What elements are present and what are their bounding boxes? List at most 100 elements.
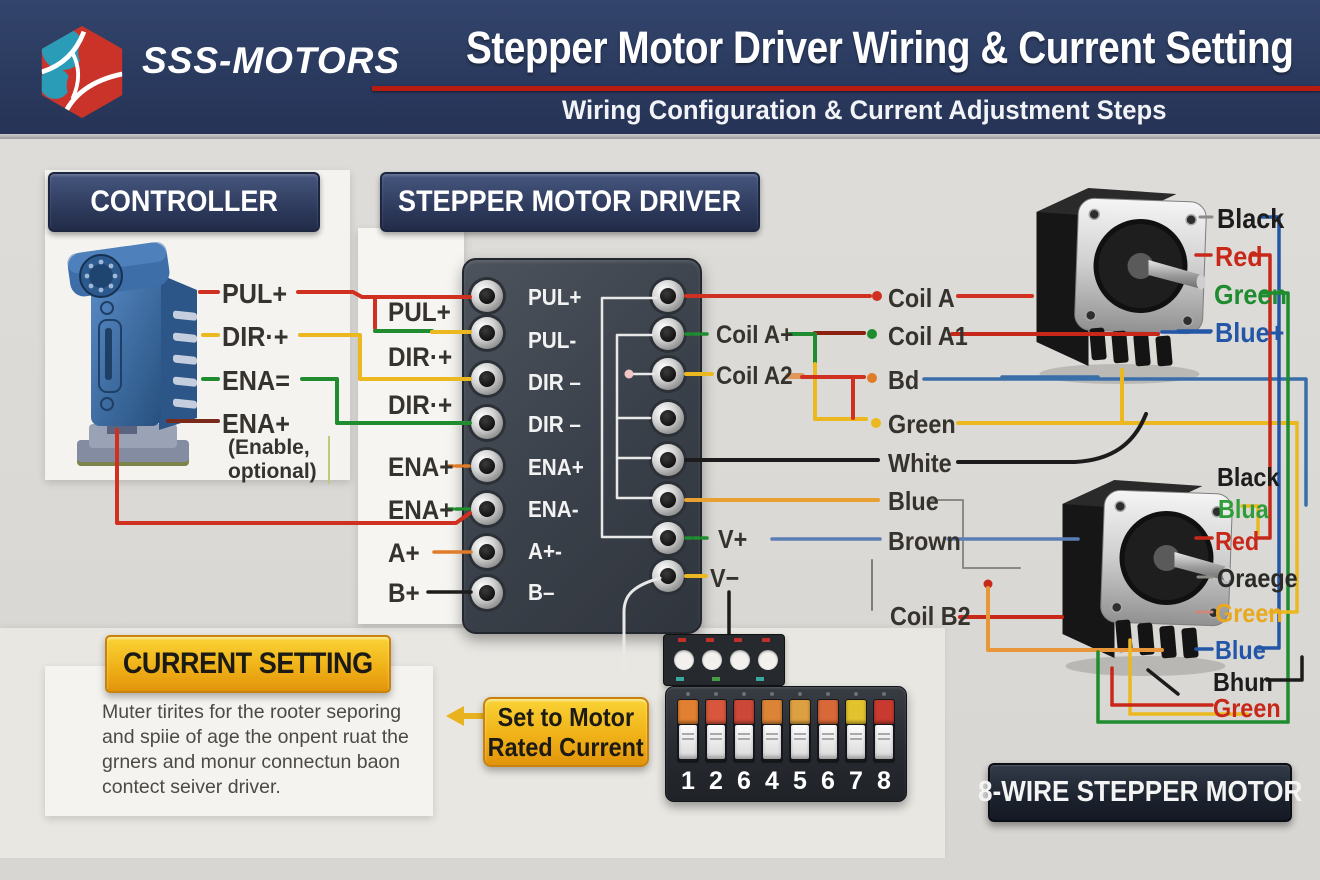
driver-terminal (471, 577, 503, 609)
motor-wire-label: Red (1215, 241, 1263, 272)
dip-dot (686, 692, 690, 696)
driver-terminal-label: PUL- (528, 327, 577, 353)
motor-wire-label: Blue (1215, 635, 1266, 665)
eight-wire-motor-badge: 8-WIRE STEPPER MOTOR (978, 763, 1302, 822)
controller-pin-label: DIR·+ (222, 321, 289, 352)
driver-terminal (652, 522, 684, 554)
paragraph-line: Muter tirites for the rooter seporing (102, 701, 402, 723)
dip-dot (714, 692, 718, 696)
driver-input-label: DIR·+ (388, 342, 453, 372)
dip-switch-8[interactable] (873, 699, 895, 763)
dip-number: 4 (765, 767, 779, 795)
controller-section-header: CONTROLLER (48, 172, 320, 232)
driver-terminal-label: DIR – (528, 369, 581, 395)
dip-dot (882, 692, 886, 696)
motor-wire-label: Bhun (1213, 667, 1273, 697)
coil-a2-label: Coil A2 (716, 362, 793, 390)
dip-number: 6 (821, 767, 835, 795)
driver-terminal (652, 484, 684, 516)
wiring-label: Blue (888, 486, 939, 516)
dip-dot (770, 692, 774, 696)
motor-wire-label: Blue+ (1215, 317, 1285, 348)
driver-input-label: ENA+ (388, 452, 454, 482)
dip-switch-6[interactable] (817, 699, 839, 763)
driver-terminal-label: A+- (528, 538, 562, 564)
dip-number: 5 (793, 767, 807, 795)
brand-name: SSS-MOTORS (142, 40, 401, 81)
dip-dot (826, 692, 830, 696)
wiring-label: Green (888, 409, 956, 439)
page-subtitle: Wiring Configuration & Current Adjustmen… (562, 95, 1167, 125)
controller-pin-label: PUL+ (222, 278, 288, 309)
dip-switch-1[interactable] (677, 699, 699, 763)
dip-switch-5[interactable] (789, 699, 811, 763)
driver-terminal-label: ENA+ (528, 454, 584, 480)
dip-number: 2 (709, 767, 723, 795)
dip-number: 1 (681, 767, 695, 795)
driver-terminal (471, 536, 503, 568)
enable-note: (Enable, optional) (228, 436, 330, 484)
connector-hole (674, 650, 694, 670)
title-underline (372, 86, 1320, 91)
driver-terminal (652, 402, 684, 434)
connector-mark (676, 677, 684, 681)
dip-switch-7[interactable] (845, 699, 867, 763)
connector-mark (734, 638, 742, 642)
dip-dot (854, 692, 858, 696)
header-banner (0, 0, 1320, 134)
driver-terminal (471, 280, 503, 312)
driver-terminal (652, 444, 684, 476)
dip-switch-3[interactable] (733, 699, 755, 763)
v-plus-label: V+ (718, 524, 748, 554)
driver-terminal-label: ENA- (528, 496, 579, 522)
controller-device-illustration (67, 242, 197, 466)
wiring-label: White (888, 448, 952, 478)
paragraph-line: grners and monur connectun baon (102, 751, 401, 773)
dip-switch-2[interactable] (705, 699, 727, 763)
driver-terminal (652, 280, 684, 312)
driver-input-label: A+ (388, 538, 420, 568)
driver-input-label: B+ (388, 578, 420, 608)
motor-wire-label: Red (1215, 526, 1260, 556)
motor-wire-label: Green (1213, 693, 1281, 723)
wiring-label: Bd (888, 365, 920, 395)
dip-number: 6 (737, 767, 751, 795)
stepper-motor-top-illustration (1036, 188, 1207, 384)
current-setting-paragraph: Muter tirites for the rooter seporing an… (102, 700, 442, 800)
driver-terminal-label: DIR – (528, 411, 581, 437)
driver-input-label: PUL+ (388, 297, 451, 327)
dip-callout-line1: Set to Motor (497, 702, 635, 732)
driver-terminal (471, 493, 503, 525)
stepper-motor-bottom-illustration (1062, 480, 1233, 676)
motor-wire-label: Green (1214, 279, 1287, 310)
controller-pin-label: ENA= (222, 365, 290, 396)
dip-callout-line2: Rated Current (487, 732, 645, 762)
connector-hole (702, 650, 722, 670)
driver-connector-block (663, 634, 785, 686)
motor-wire-label: Blua (1218, 494, 1269, 524)
connector-mark (712, 677, 720, 681)
dip-switch-4[interactable] (761, 699, 783, 763)
driver-terminal (471, 450, 503, 482)
driver-section-title: STEPPER MOTOR DRIVER (398, 185, 742, 218)
controller-section-title: CONTROLLER (90, 185, 278, 218)
driver-terminal (652, 318, 684, 350)
dip-switch-panel: 1 2 6 4 5 6 7 8 (665, 686, 907, 802)
dip-dot (798, 692, 802, 696)
current-setting-title: CURRENT SETTING (123, 647, 373, 680)
connector-mark (762, 638, 770, 642)
connector-mark (706, 638, 714, 642)
wiring-label: Coil A (888, 283, 955, 313)
driver-terminal (652, 358, 684, 390)
motor-wire-label: Black (1217, 462, 1280, 492)
dip-number: 7 (849, 767, 863, 795)
driver-terminal (471, 363, 503, 395)
wiring-label: Brown (888, 526, 961, 556)
dip-dot (742, 692, 746, 696)
motor-wire-label: Black (1217, 203, 1285, 234)
connector-hole (730, 650, 750, 670)
driver-section-header: STEPPER MOTOR DRIVER (380, 172, 760, 232)
enable-note-line1: (Enable, (228, 436, 310, 459)
connector-mark (678, 638, 686, 642)
